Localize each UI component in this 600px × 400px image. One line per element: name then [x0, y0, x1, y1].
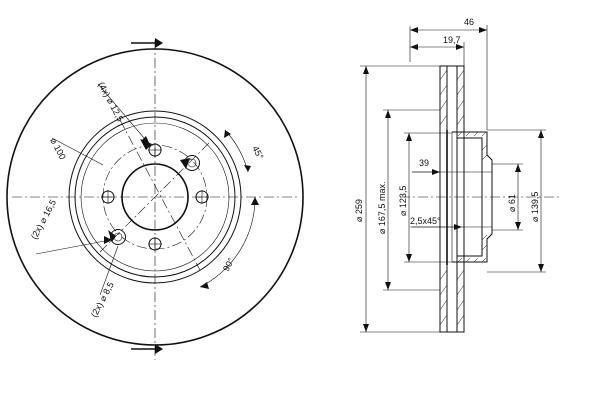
angle-arc-90 [199, 196, 256, 288]
label-39: 39 [419, 158, 429, 168]
dim-chamfer [410, 224, 462, 230]
leader-small-hole [99, 245, 119, 296]
dim-46 [409, 25, 488, 130]
label-139-5: ⌀ 139,5 [530, 192, 540, 222]
label-123-5: ⌀ 123,5 [398, 186, 408, 216]
label-bolt-holes: (4x) ⌀ 12,5 [96, 80, 125, 123]
label-pcd: ⌀ 100 [48, 136, 68, 161]
diagonal-center-line [99, 141, 211, 253]
hat-section [446, 130, 493, 265]
section-arrow-top [131, 38, 163, 48]
label-46: 46 [464, 17, 474, 27]
label-angle-90: 90° [221, 256, 236, 273]
front-view: (4x) ⌀ 12,5 ⌀ 100 45° (2x) ⌀ 16,5 (2x) ⌀… [6, 38, 304, 360]
label-19-7: 19,7 [443, 35, 461, 45]
outer-friction-plate-hatch [439, 69, 465, 326]
outer-disc-edge [6, 48, 304, 346]
dim-19-7 [410, 42, 465, 66]
label-61: ⌀ 61 [507, 194, 517, 212]
center-bore [121, 163, 189, 231]
friction-ring-inner-edge [68, 110, 242, 284]
label-small-holes: (2x) ⌀ 8,5 [89, 280, 116, 319]
hat-step [80, 122, 230, 272]
dim-139-5 [487, 129, 546, 273]
side-view: 46 19,7 ⌀ 259 ⌀ 167,5 max. [354, 17, 560, 333]
dim-259 [360, 65, 440, 333]
dim-61 [492, 163, 523, 231]
label-chamfer: 2,5x45° [410, 216, 441, 226]
hole-center-marks [101, 143, 209, 251]
leader-pitch [51, 137, 104, 166]
dim-167-5 [383, 109, 440, 291]
label-259: ⌀ 259 [354, 199, 364, 222]
section-arrow-bottom [131, 344, 163, 354]
label-167-5: ⌀ 167,5 max. [377, 182, 387, 234]
hat-outer-edge [74, 116, 236, 278]
leader-large-hole [35, 236, 112, 255]
label-large-holes: (2x) ⌀ 16,5 [29, 198, 58, 241]
label-angle-45: 45° [250, 144, 265, 161]
friction-plate-outline [439, 65, 465, 333]
dim-123-5 [404, 132, 452, 263]
dim-39 [412, 169, 440, 175]
